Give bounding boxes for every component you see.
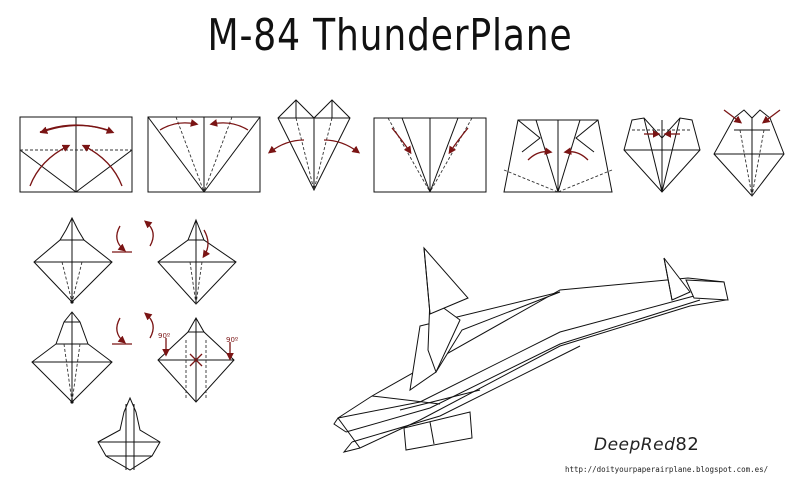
step-6-diagram (623, 117, 701, 193)
step-10-diagram (31, 311, 113, 404)
angle-label-left: 90º (158, 332, 170, 340)
rotate-icon (112, 220, 154, 253)
step-9-diagram (157, 218, 237, 305)
step-11-diagram (157, 316, 235, 403)
step-3-diagram (267, 99, 361, 192)
step-12-diagram (97, 396, 161, 471)
signature-number: 82 (675, 434, 700, 455)
step-7-diagram (713, 109, 785, 197)
signature-name: DeepRed (594, 435, 676, 455)
page-title: M-84 ThunderPlane (207, 10, 573, 61)
step-4-diagram (373, 117, 487, 193)
finished-plane-illustration (333, 246, 729, 453)
step-8-diagram (33, 216, 113, 304)
source-url[interactable]: http://doityourpaperairplane.blogspot.co… (565, 465, 769, 474)
step-1-diagram (19, 116, 133, 193)
angle-label-right: 90º (226, 336, 238, 344)
author-signature: DeepRed82 (594, 434, 699, 455)
step-5-diagram (503, 119, 613, 193)
rotate-icon (112, 312, 154, 345)
step-2-diagram (147, 116, 261, 193)
